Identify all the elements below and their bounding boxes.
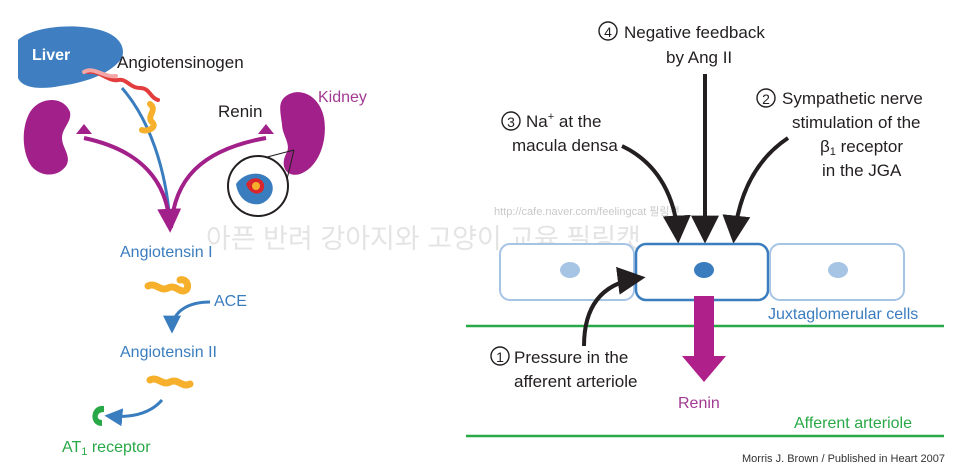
- feedback1-line2: afferent arteriole: [514, 372, 637, 391]
- kidney-label: Kidney: [318, 89, 367, 106]
- badge-3-number: 3: [507, 114, 515, 130]
- left-kidney-arrow: [83, 136, 182, 233]
- feedback1-arrow: [582, 266, 646, 347]
- feedback1-line1: Pressure in the: [514, 348, 628, 367]
- badge-4-icon: [598, 21, 618, 41]
- afferent-arteriole-label: Afferent arteriole: [794, 415, 912, 432]
- receptor-arrow: [104, 398, 164, 427]
- badge-2-icon: [756, 88, 776, 108]
- jg-cells-label: Juxtaglomerular cells: [768, 306, 918, 323]
- feedback3-line1: Na+ at the: [526, 111, 601, 131]
- jg-cell-center-nucleus: [694, 262, 714, 278]
- feedback2-arrow: [722, 136, 790, 244]
- feedback3-line2: macula densa: [512, 136, 618, 155]
- feedback4-line1: Negative feedback: [624, 23, 765, 42]
- left-kidney-marker-icon: [76, 124, 92, 134]
- angiotensin2-label: Angiotensin II: [120, 344, 217, 361]
- at1-receptor-icon: [92, 405, 104, 426]
- renin-release-arrow-shaft: [694, 296, 714, 358]
- renin-label-right: Renin: [678, 395, 720, 412]
- ace-arrow: [163, 300, 211, 334]
- angiotensin1-label: Angiotensin I: [120, 244, 213, 261]
- jg-cell-right-nucleus: [828, 262, 848, 278]
- right-kidney-arrow: [169, 136, 267, 229]
- feedback2-line3: β1 receptor: [820, 137, 903, 158]
- badge-2-number: 2: [762, 91, 770, 107]
- angiotensin2-peptide: [146, 375, 194, 389]
- feedback2-line2: stimulation of the: [792, 113, 921, 132]
- renin-release-arrowhead: [682, 356, 726, 382]
- angiotensinogen-chain: [86, 69, 160, 102]
- left-kidney-shape: [23, 100, 71, 175]
- jg-cell-left-nucleus: [560, 262, 580, 278]
- feedback2-line1: Sympathetic nerve: [782, 89, 923, 108]
- liver-label: Liver: [32, 47, 70, 64]
- right-kidney-shape: [280, 92, 325, 175]
- right-kidney-marker-icon: [258, 124, 274, 134]
- at1-receptor-label: AT1 receptor: [62, 439, 151, 458]
- watermark-url: http://cafe.naver.com/feelingcat 필링캣: [494, 205, 680, 218]
- badge-3-icon: [501, 111, 521, 131]
- badge-4-number: 4: [604, 24, 612, 40]
- angiotensinogen-label: Angiotensinogen: [117, 53, 244, 72]
- credit-text: Morris J. Brown / Published in Heart 200…: [742, 453, 945, 465]
- renin-label-left: Renin: [218, 102, 262, 121]
- badge-1-number: 1: [496, 349, 504, 365]
- feedback2-line4: in the JGA: [822, 161, 902, 180]
- badge-1-icon: [490, 346, 510, 366]
- angiotensin1-peptide: [144, 276, 192, 295]
- feedback4-line2: by Ang II: [666, 48, 732, 67]
- ace-label: ACE: [214, 293, 247, 310]
- angiotensinogen-fragment: [139, 101, 157, 134]
- feedback3-arrow: [621, 144, 691, 244]
